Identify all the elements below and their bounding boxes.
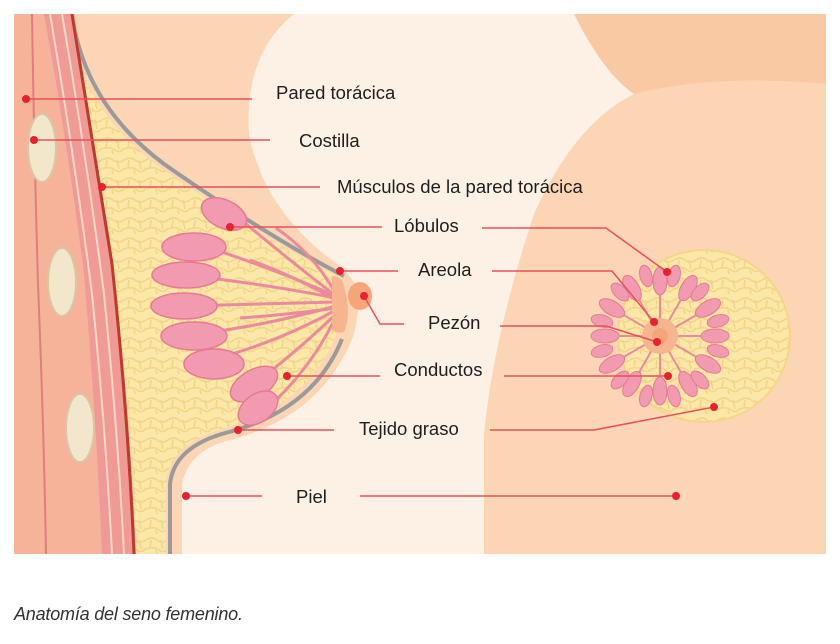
rib-2 (47, 247, 77, 317)
label-lobulos: Lóbulos (394, 215, 459, 236)
label-pezon: Pezón (428, 312, 480, 333)
front-lobules (590, 264, 730, 408)
cross-section-view (14, 14, 372, 554)
areola-shape (332, 276, 348, 333)
anatomy-diagram: Pared torácica Costilla Músculos de la p… (14, 14, 826, 554)
shoulder-skin (574, 14, 826, 94)
rib-3 (65, 393, 95, 463)
muscle-edge (70, 14, 136, 554)
label-musculos: Músculos de la pared torácica (337, 176, 583, 197)
label-pared-toracica: Pared torácica (276, 82, 396, 103)
label-tejido-graso: Tejido graso (359, 418, 459, 439)
label-areola: Areola (418, 259, 472, 280)
label-conductos: Conductos (394, 359, 482, 380)
muscle-fibers (49, 14, 125, 554)
rib-1 (27, 113, 57, 183)
figure-caption: Anatomía del seno femenino. (14, 604, 243, 624)
skin-boundary (70, 14, 345, 554)
anatomy-figure: Pared torácica Costilla Músculos de la p… (14, 14, 826, 554)
rib-line (31, 14, 47, 554)
label-costilla: Costilla (299, 130, 360, 151)
label-piel: Piel (296, 486, 327, 507)
lobules (150, 197, 279, 426)
leader-lines (26, 98, 715, 497)
marker-dots (22, 95, 718, 500)
frontal-view (484, 14, 826, 554)
